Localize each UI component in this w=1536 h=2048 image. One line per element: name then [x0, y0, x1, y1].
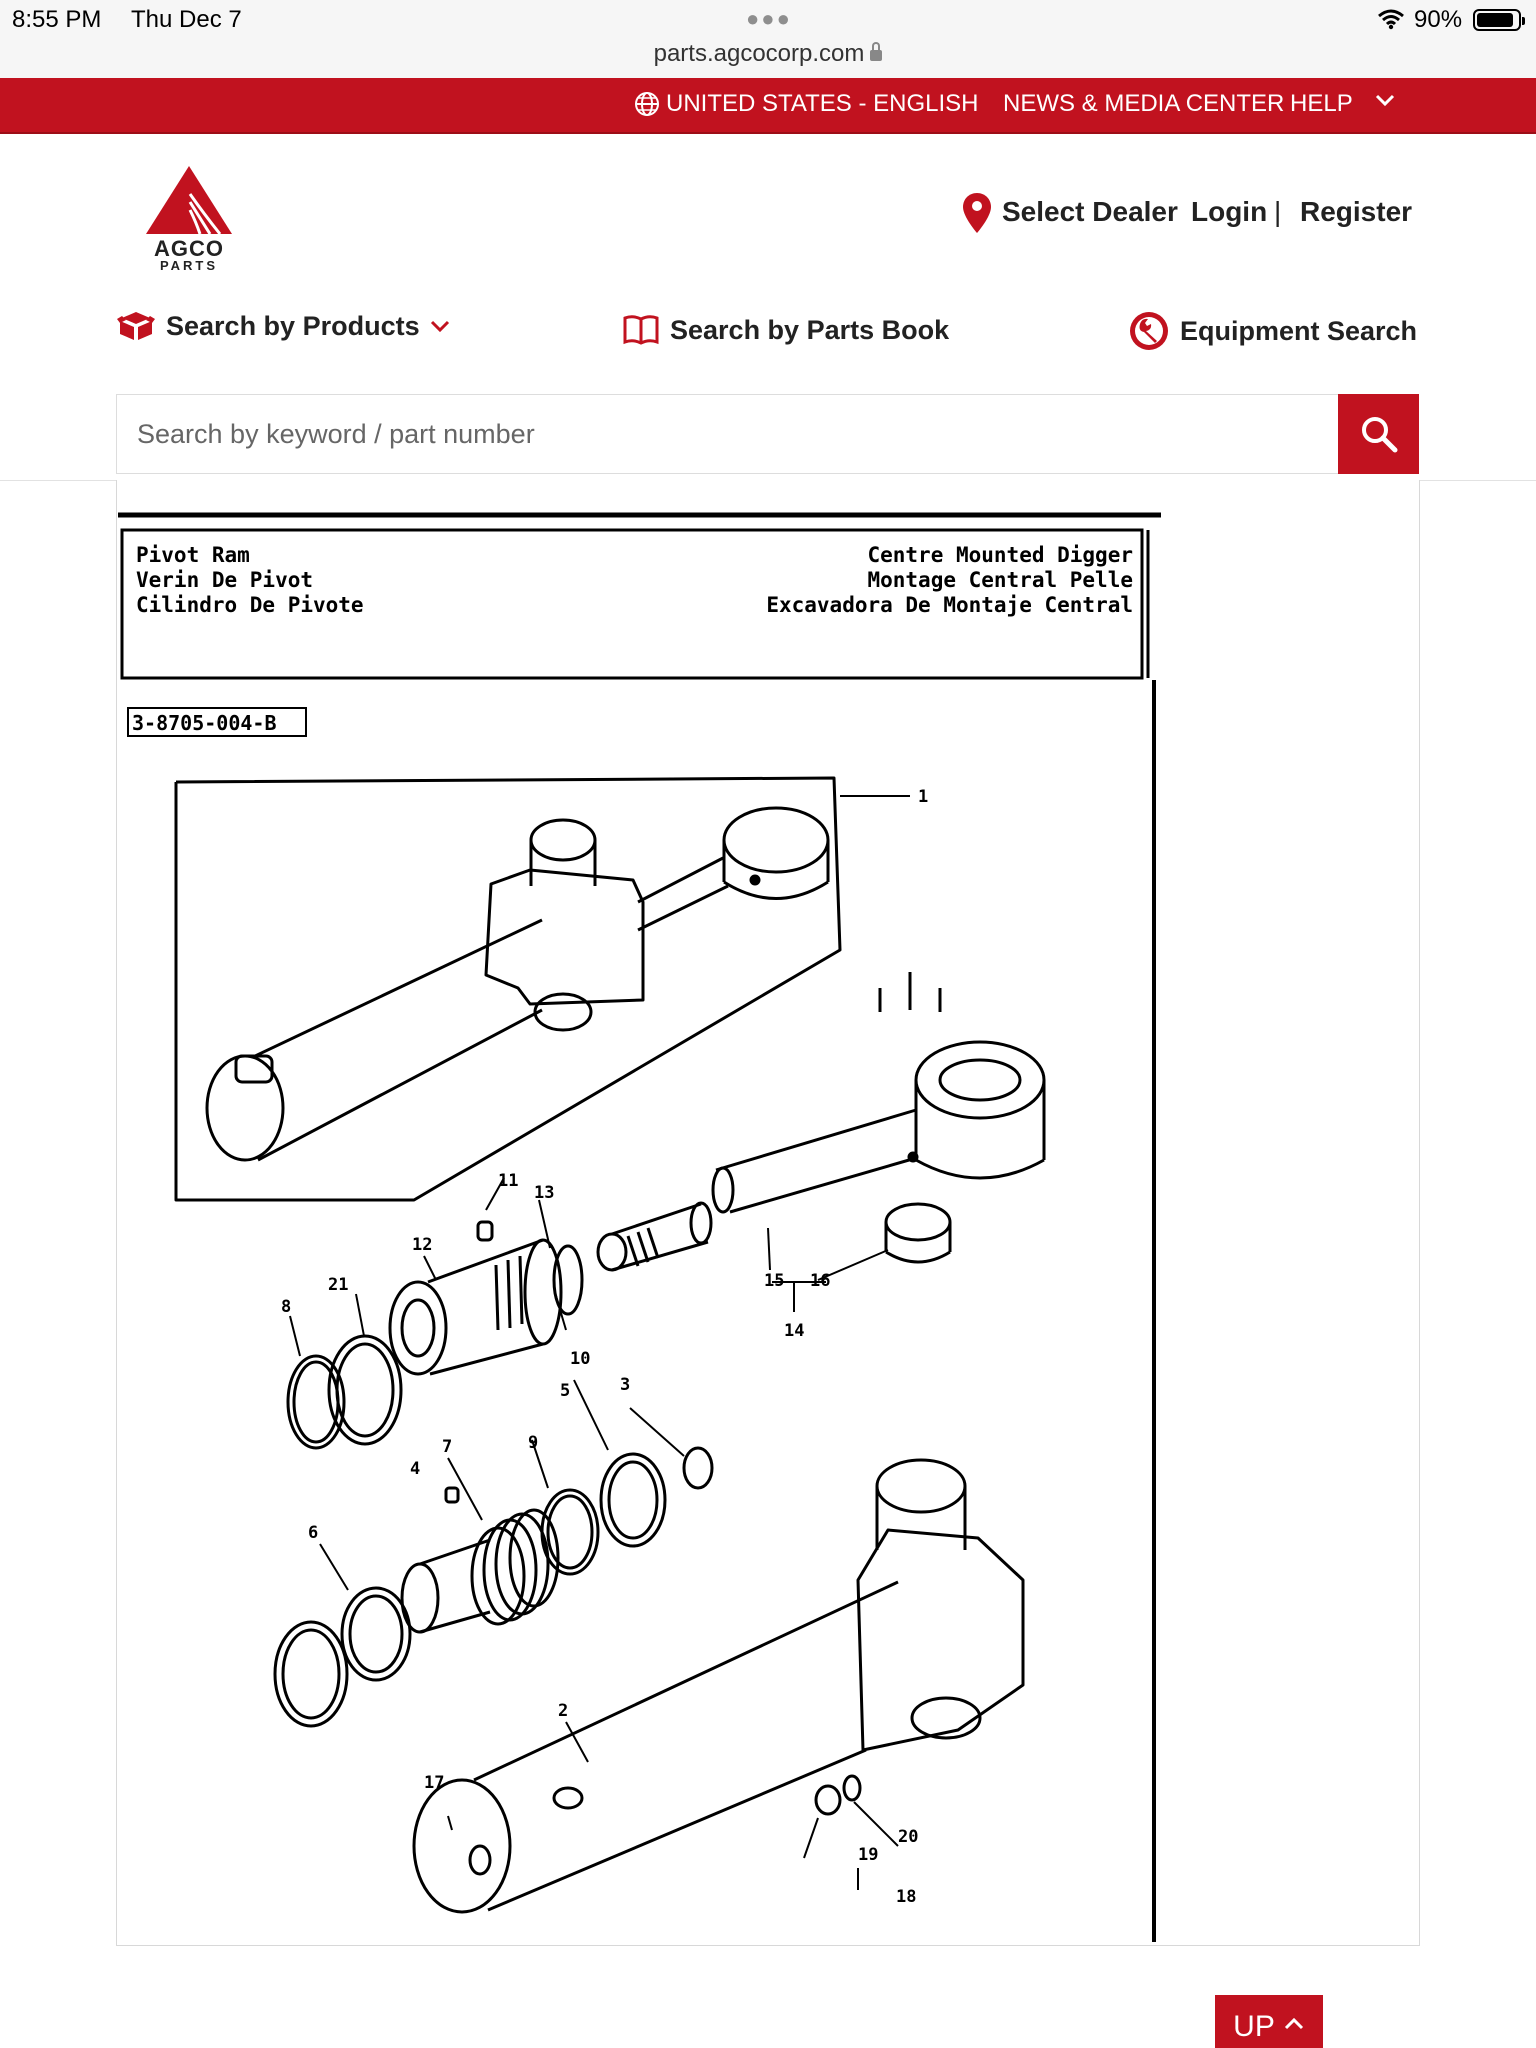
callout-18: 18	[896, 1887, 916, 1907]
callout-2: 2	[558, 1701, 568, 1721]
search-icon	[1361, 417, 1397, 453]
callout-16: 16	[810, 1271, 830, 1291]
battery-percent: 90%	[1414, 6, 1463, 33]
up-label: UP	[1233, 2010, 1275, 2043]
callout-15: 15	[764, 1271, 784, 1291]
address-bar[interactable]: parts.agcocorp.com	[0, 40, 1536, 68]
status-time: 8:55 PM	[12, 6, 102, 33]
scroll-up-button[interactable]: UP	[1215, 1995, 1323, 2048]
callout-9: 9	[528, 1433, 538, 1453]
callout-6: 6	[308, 1523, 318, 1543]
nav-search-by-parts-book[interactable]: Search by Parts Book	[622, 314, 949, 346]
language-selector[interactable]: UNITED STATES - ENGLISH	[634, 90, 978, 118]
diagram-title-left-0: Pivot Ram	[136, 543, 250, 567]
callout-20: 20	[898, 1827, 918, 1847]
wifi-icon	[1378, 9, 1404, 30]
diagram-title-right-2: Excavadora De Montaje Central	[766, 593, 1133, 617]
diagram-title-right-1: Montage Central Pelle	[867, 568, 1133, 592]
nav-search-by-products[interactable]: Search by Products	[116, 310, 450, 342]
callout-11: 11	[498, 1171, 518, 1191]
agco-parts-logo[interactable]: AGCO PARTS	[144, 164, 234, 274]
boxes-icon	[117, 312, 155, 340]
tab-menu-dots[interactable]: ●●●	[746, 6, 792, 31]
diagram-title-right-0: Centre Mounted Digger	[867, 543, 1133, 567]
register-link[interactable]: Register	[1300, 196, 1413, 227]
utility-bar: UNITED STATES - ENGLISH NEWS & MEDIA CEN…	[0, 78, 1536, 134]
callout-5: 5	[560, 1381, 570, 1401]
book-icon	[623, 315, 659, 345]
wrench-icon	[1130, 312, 1168, 350]
select-dealer-link[interactable]: Select Dealer	[1002, 196, 1178, 227]
diagram-title-left-1: Verin De Pivot	[136, 568, 313, 592]
agco-triangle-icon	[146, 166, 232, 235]
url-text: parts.agcocorp.com	[653, 40, 865, 67]
diagram-title-left-2: Cilindro De Pivote	[136, 593, 364, 617]
chevron-down-icon[interactable]	[1374, 92, 1396, 108]
callout-13: 13	[534, 1183, 554, 1203]
callout-14: 14	[784, 1321, 804, 1341]
callout-21: 21	[328, 1275, 348, 1295]
callout-8: 8	[281, 1297, 291, 1317]
callout-10: 10	[570, 1349, 590, 1369]
search-button[interactable]	[1338, 394, 1419, 474]
callout-1: 1	[918, 787, 928, 807]
lock-icon	[870, 42, 883, 61]
account-separator: |	[1274, 196, 1282, 227]
language-label: UNITED STATES - ENGLISH	[666, 90, 979, 117]
callout-7: 7	[442, 1437, 452, 1457]
chevron-down-icon	[430, 320, 449, 333]
callout-19: 19	[858, 1845, 878, 1865]
search-bar	[116, 394, 1419, 474]
battery-icon	[1473, 9, 1525, 31]
callout-4: 4	[410, 1459, 420, 1479]
login-link[interactable]: Login	[1191, 196, 1268, 227]
callout-17: 17	[424, 1773, 444, 1793]
nav-label-equipment: Equipment Search	[1180, 315, 1418, 346]
search-input[interactable]	[117, 395, 1339, 473]
nav-label-parts-book: Search by Parts Book	[670, 314, 950, 345]
logo-text-agco: AGCO	[154, 236, 224, 261]
diagram-ref-code: 3-8705-004-B	[132, 711, 277, 735]
nav-label-products: Search by Products	[166, 310, 420, 341]
news-media-link[interactable]: NEWS & MEDIA CENTER	[1003, 90, 1285, 117]
help-link[interactable]: HELP	[1290, 90, 1353, 117]
logo-text-parts: PARTS	[159, 258, 219, 273]
status-date: Thu Dec 7	[131, 6, 242, 33]
globe-icon	[635, 92, 659, 116]
callout-12: 12	[412, 1235, 432, 1255]
callout-3: 3	[620, 1375, 630, 1395]
chevron-up-icon	[1284, 2017, 1303, 2030]
map-pin-icon	[963, 193, 991, 233]
parts-diagram[interactable]: Pivot Ram Verin De Pivot Cilindro De Piv…	[118, 510, 1180, 1942]
nav-equipment-search[interactable]: Equipment Search	[1128, 310, 1417, 352]
status-bar: 8:55 PM Thu Dec 7 ●●● parts.agcocorp.com…	[0, 0, 1536, 78]
